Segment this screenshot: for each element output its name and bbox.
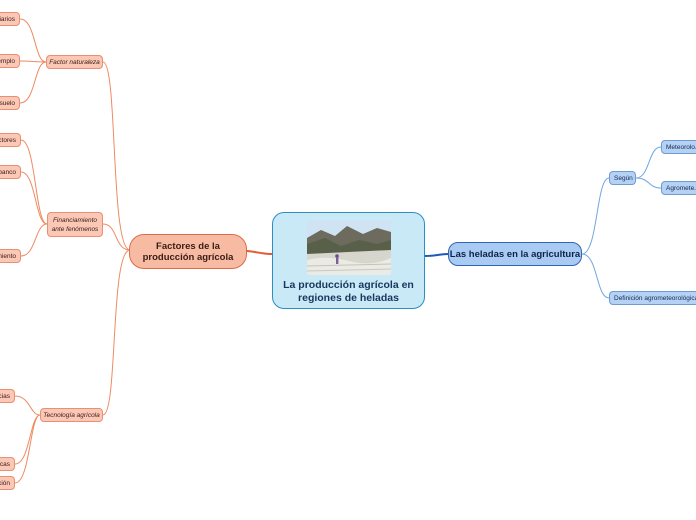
- group-financiamiento[interactable]: Financiamiento ante fenómenos: [47, 212, 103, 237]
- group-factor-naturaleza[interactable]: Factor naturaleza: [46, 55, 103, 69]
- connector-factor-1: [19, 18, 47, 63]
- group-segun[interactable]: Según: [609, 171, 636, 185]
- connector-central-right: [424, 253, 449, 257]
- central-title: La producción agrícola en regiones de he…: [283, 279, 414, 304]
- connector-right-definicion: [581, 253, 610, 299]
- connector-factor-2: [19, 60, 47, 63]
- connector-left-factor: [102, 61, 131, 251]
- leaf-tecnologia-3[interactable]: ...ción: [0, 476, 15, 490]
- main-node-heladas[interactable]: Las heladas en la agricultura: [448, 242, 582, 266]
- connector-factor-3: [19, 61, 47, 104]
- connector-tec-1: [14, 395, 41, 416]
- leaf-factor-3[interactable]: ...suelo: [0, 96, 20, 110]
- connector-segun-2: [635, 177, 662, 189]
- connector-fin-3: [20, 223, 48, 257]
- main-node-factores[interactable]: Factores de la producción agrícola: [129, 234, 247, 269]
- leaf-financiamiento-3[interactable]: ...miento: [0, 249, 21, 263]
- connector-left-tecnologia: [102, 249, 131, 416]
- leaf-tecnologia-2[interactable]: ...cas: [0, 457, 15, 471]
- central-topic[interactable]: La producción agrícola en regiones de he…: [272, 212, 425, 309]
- leaf-financiamiento-1[interactable]: ...actores: [0, 133, 21, 147]
- connector-right-segun: [581, 177, 610, 255]
- field-photo: [306, 220, 391, 275]
- connector-tec-3: [14, 414, 41, 484]
- leaf-meteorologica[interactable]: Meteorolo...: [661, 140, 696, 154]
- connector-segun-1: [635, 146, 662, 179]
- leaf-financiamiento-2[interactable]: ...banco: [0, 165, 21, 179]
- connector-central-left: [246, 250, 273, 255]
- leaf-factor-1[interactable]: ...diarios: [0, 12, 20, 26]
- group-tecnologia[interactable]: Tecnología agrícola: [40, 408, 103, 422]
- leaf-agrometeorologica[interactable]: Agromete...: [661, 181, 696, 195]
- leaf-factor-2[interactable]: ...emplo: [0, 54, 20, 68]
- leaf-tecnologia-1[interactable]: ...cias: [0, 389, 15, 403]
- connector-fin-1: [20, 139, 48, 225]
- connector-left-financiamiento: [102, 223, 131, 251]
- connector-fin-2: [20, 171, 48, 225]
- group-definicion[interactable]: Definición agrometeorológica: [609, 291, 696, 305]
